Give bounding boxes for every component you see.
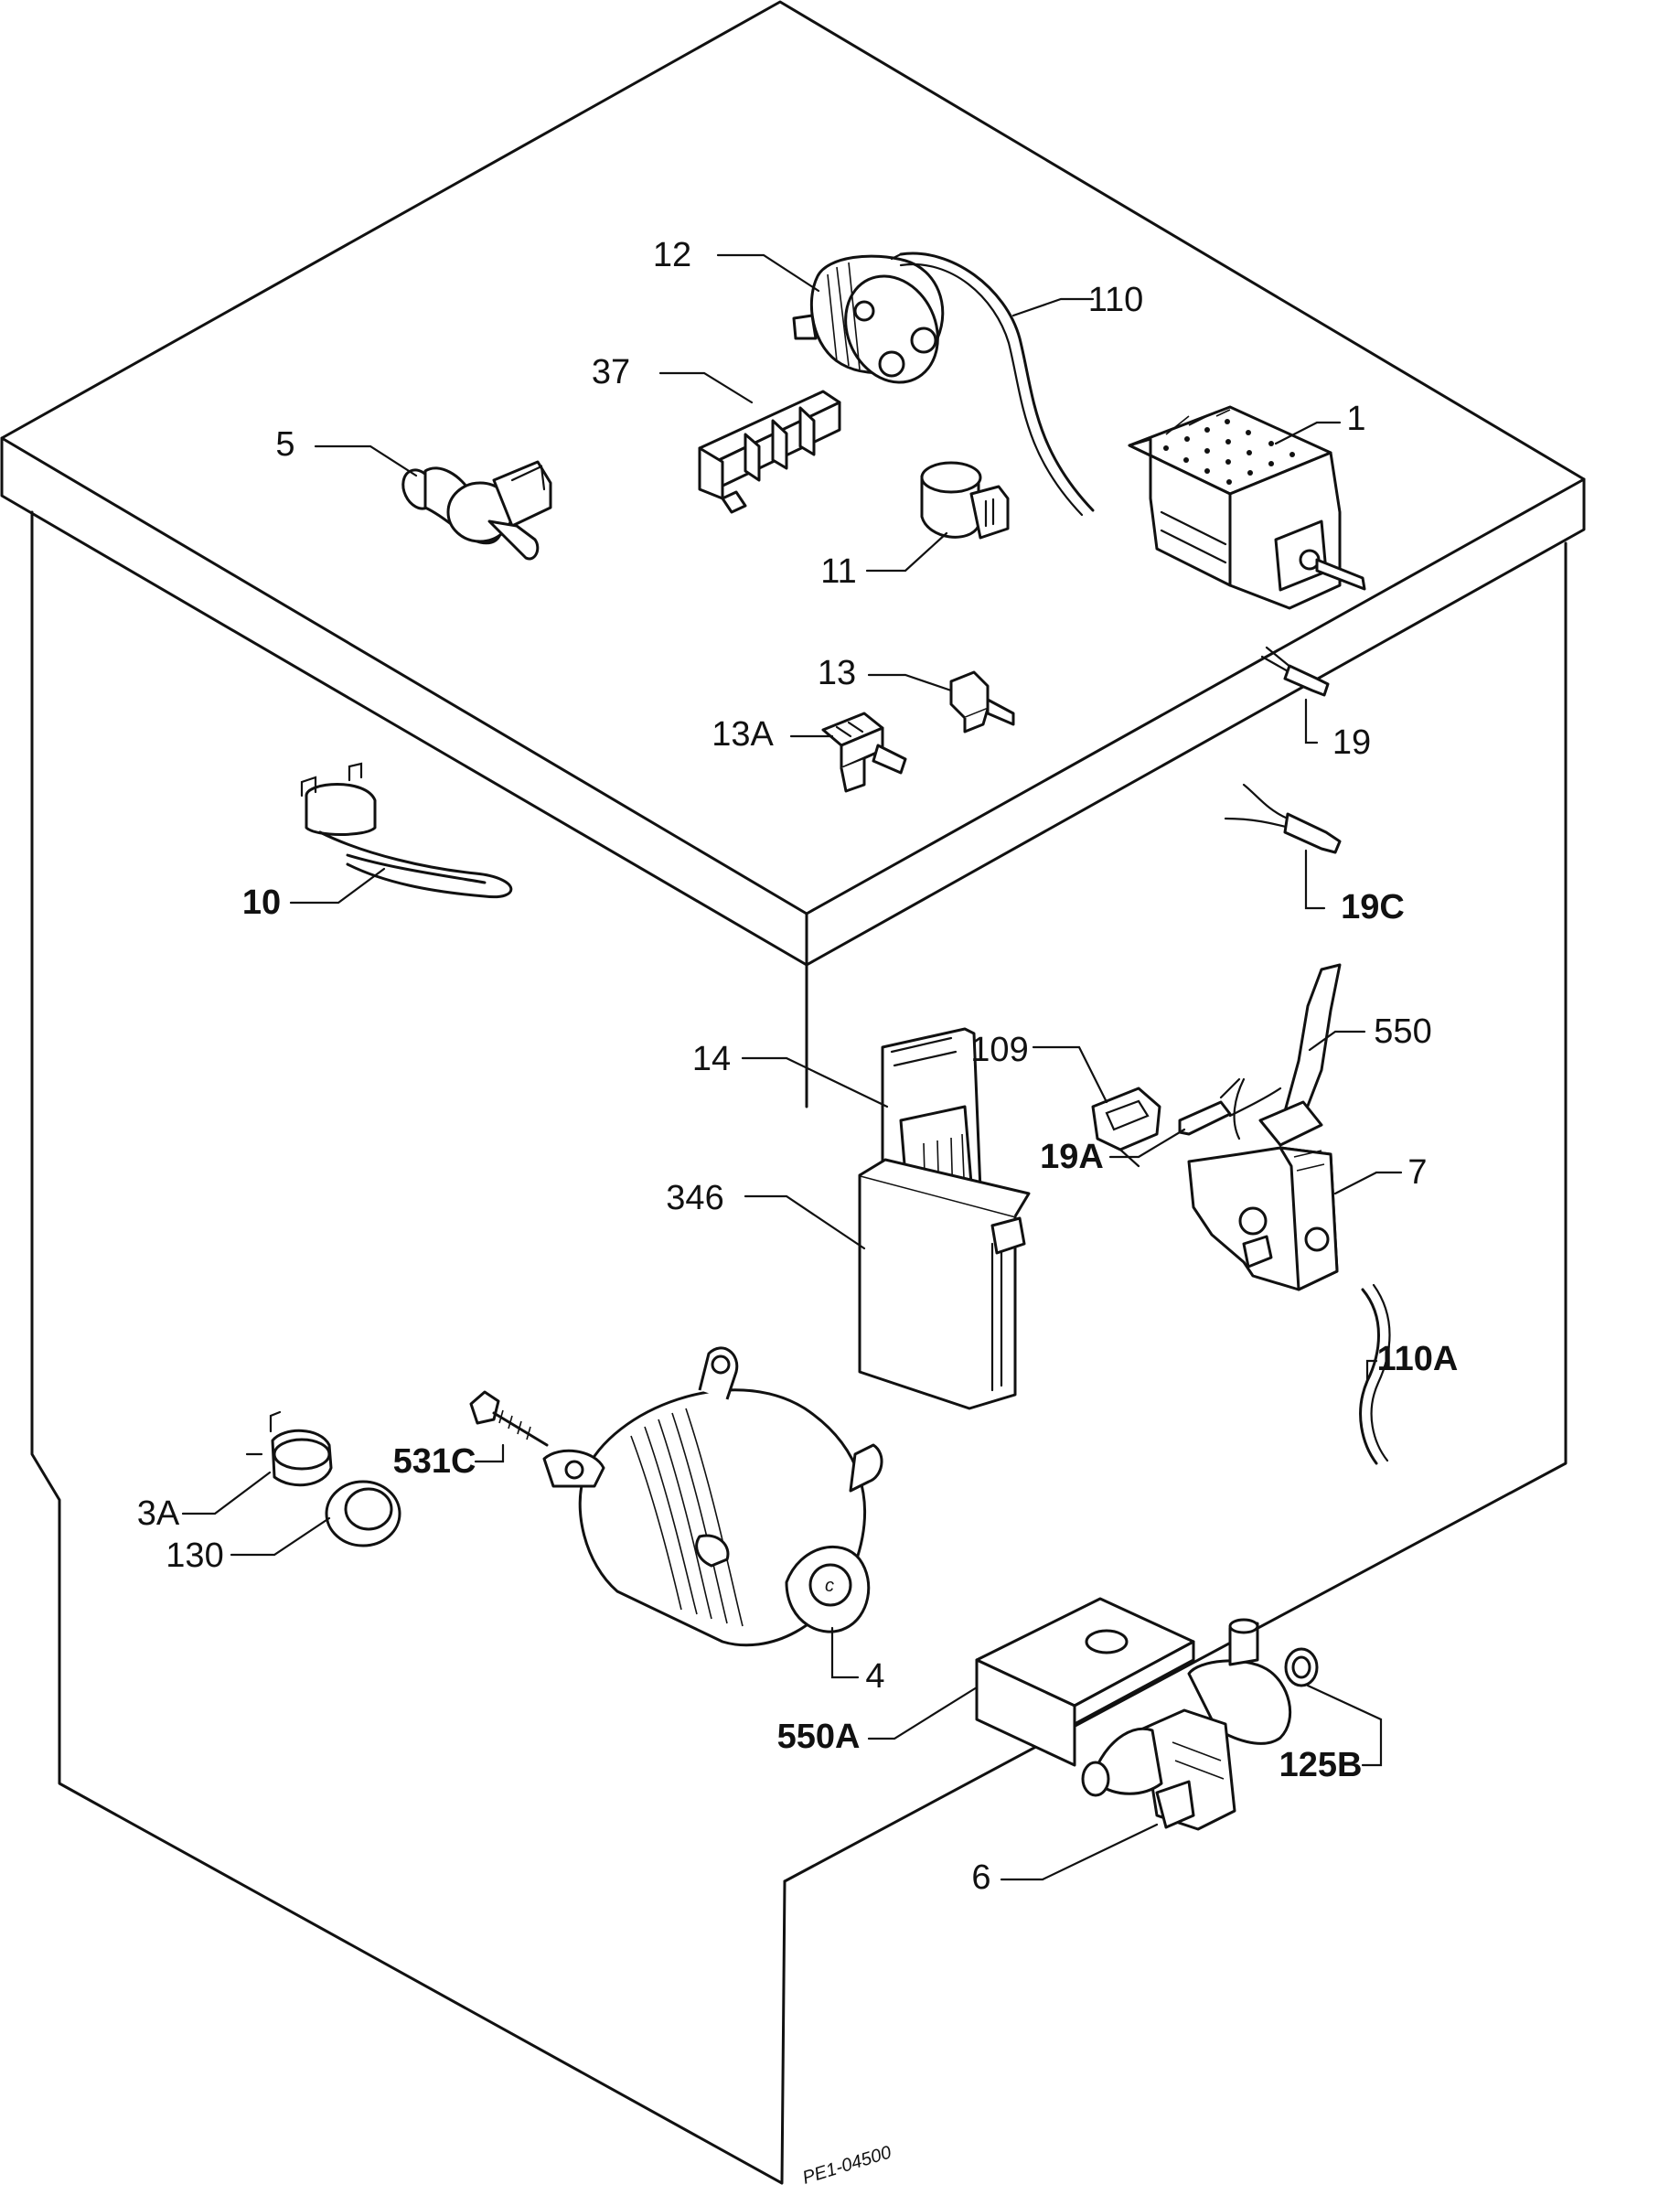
door-lock-lever-part-550 [1233,963,1342,1147]
cover-part-550a [975,1597,1195,1767]
ntc-sensor-part-19a [1178,1077,1282,1136]
callout-label-13: 13 [818,654,856,692]
clip-part-109 [1091,1087,1161,1168]
svg-text:c: c [825,1576,834,1596]
callout-label-14: 14 [692,1040,731,1078]
terminal-strip-part-37 [698,390,841,514]
callout-label-12: 12 [653,236,691,274]
pressure-hose-part-110 [899,252,1095,512]
callout-label-5: 5 [275,425,294,464]
callout-label-10: 10 [242,883,281,922]
callout-label-110a: 110A [1377,1340,1459,1378]
water-valve-part-5 [401,460,552,561]
callout-label-531c: 531C [393,1442,476,1481]
ntc-sensor-part-19c [1224,783,1342,854]
callout-label-19c: 19C [1341,888,1405,926]
callout-label-19: 19 [1332,723,1371,762]
callout-label-7: 7 [1407,1153,1427,1192]
callout-label-37: 37 [592,353,630,391]
callout-label-109: 109 [970,1031,1028,1069]
capacitor-part-11 [920,461,1010,540]
callout-label-346: 346 [666,1179,723,1217]
callout-label-13a: 13A [712,715,774,754]
callout-label-130: 130 [166,1536,223,1575]
callout-label-125b: 125B [1279,1746,1363,1784]
callout-label-550: 550 [1374,1012,1431,1051]
connector-part-13a [821,712,907,793]
screw-part-531c [469,1390,549,1447]
cabinet-outline [0,0,1586,2185]
pressure-switch-part-12 [792,252,945,384]
callout-label-110: 110 [1088,281,1144,319]
door-interlock-part-7 [1187,1146,1339,1291]
drawing-code: PE1-04500 [800,2142,894,2188]
callout-label-3a: 3A [137,1494,180,1533]
motor-part-4: c [542,1346,883,1647]
callout-label-19a: 19A [1040,1138,1104,1176]
callout-label-6: 6 [971,1858,990,1897]
switch-part-3a [245,1410,333,1487]
dispenser-housing-part-346 [858,1158,1031,1410]
ntc-sensor-part-19 [1260,646,1330,697]
callout-label-11: 11 [820,552,856,591]
callout-label-1: 1 [1346,400,1365,438]
leader-lines [181,253,1403,1881]
drain-pump-part-6 [1081,1618,1292,1831]
connector-part-13 [949,670,1015,733]
heating-element-part-10 [300,762,513,899]
callout-label-4: 4 [865,1657,884,1696]
o-ring-part-125b [1284,1647,1319,1687]
callout-label-550a: 550A [777,1718,861,1756]
seal-ring-part-130 [325,1480,401,1547]
programme-timer-part-1 [1128,405,1366,610]
